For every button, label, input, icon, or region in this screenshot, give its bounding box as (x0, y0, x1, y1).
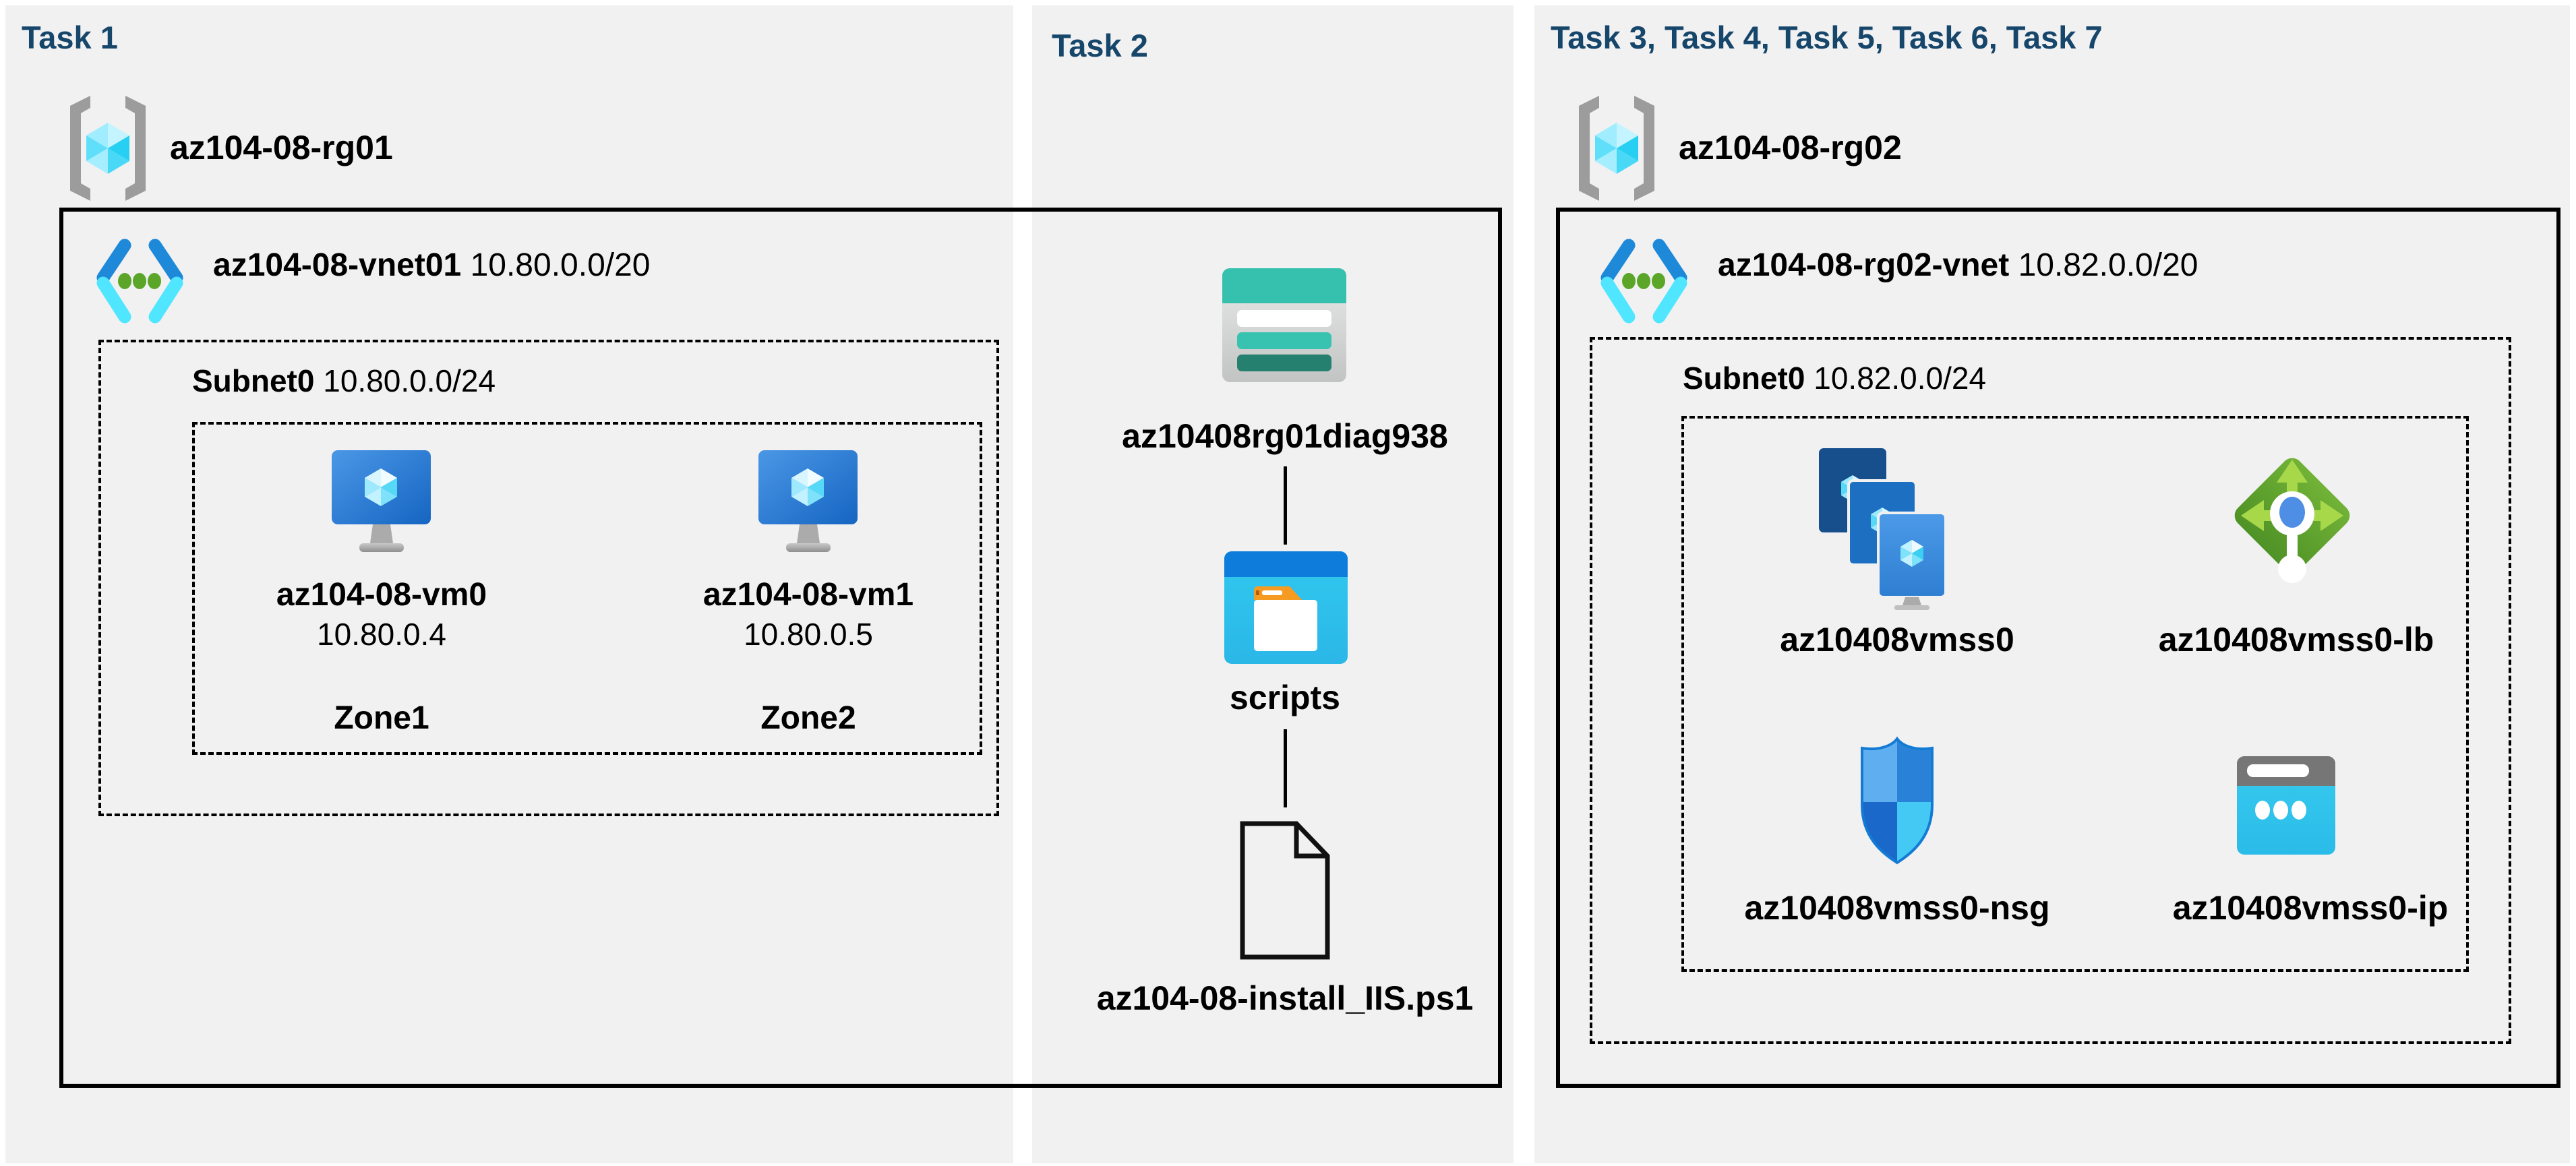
vnet2-cidr: 10.82.0.0/20 (2018, 247, 2198, 283)
script-file-label: az104-08-install_IIS.ps1 (1096, 979, 1474, 1017)
resource-group2-label: az104-08-rg02 (1679, 129, 1902, 166)
subnet1-box (98, 340, 999, 816)
vm-zone-box (192, 422, 982, 755)
subnet2-cidr: 10.82.0.0/24 (1814, 361, 1987, 396)
load-balancer-label: az10408vmss0-lb (2158, 621, 2434, 658)
vnet2-name: az104-08-rg02-vnet (1718, 247, 2010, 283)
vm0-name: az104-08-vm0 (276, 577, 487, 613)
resource-group-icon (1579, 96, 1654, 201)
subnet1-name: Subnet0 (192, 363, 315, 398)
blob-container-icon (1224, 551, 1348, 664)
vnet1-cidr: 10.80.0.0/20 (470, 247, 651, 283)
vnet2-label: az104-08-rg02-vnet 10.82.0.0/20 (1718, 247, 2198, 284)
subnet2-name: Subnet0 (1683, 361, 1805, 396)
subnet1-cidr: 10.80.0.0/24 (323, 363, 496, 398)
virtual-network-icon (1600, 239, 1687, 324)
vmss-icon (1819, 448, 1947, 610)
vnet1-name: az104-08-vnet01 (213, 247, 462, 283)
resource-group-icon (70, 96, 146, 201)
public-ip-label: az10408vmss0-ip (2172, 889, 2449, 927)
vm1-zone: Zone2 (760, 700, 856, 736)
subnet1-label: Subnet0 10.80.0.0/24 (192, 363, 496, 399)
vm1-name: az104-08-vm1 (702, 577, 914, 613)
subnet2-label: Subnet0 10.82.0.0/24 (1683, 360, 1986, 396)
task1-title: Task 1 (22, 20, 118, 55)
load-balancer-icon (2234, 458, 2350, 583)
vm0-ip: 10.80.0.4 (317, 617, 446, 652)
task3-title: Task 3, Task 4, Task 5, Task 6, Task 7 (1551, 20, 2103, 55)
virtual-network-icon (96, 239, 183, 324)
resource-box (1681, 416, 2469, 972)
vmss-label: az10408vmss0 (1780, 621, 2014, 658)
virtual-machine-icon (758, 450, 858, 552)
resource-group1-label: az104-08-rg01 (170, 129, 393, 166)
connector-line (1284, 466, 1287, 545)
container-label: scripts (1230, 679, 1340, 716)
virtual-machine-icon (332, 450, 431, 552)
vm0-zone: Zone1 (334, 700, 429, 736)
vnet1-boundary-box (59, 208, 1502, 1088)
connector-line (1284, 729, 1287, 807)
storage-account-label: az10408rg01diag938 (1122, 417, 1448, 455)
network-security-group-icon (1861, 736, 1934, 865)
public-ip-icon (2237, 756, 2335, 855)
vnet1-label: az104-08-vnet01 10.80.0.0/20 (213, 247, 650, 284)
script-file-icon (1240, 821, 1330, 960)
network-security-group-label: az10408vmss0-nsg (1744, 889, 2050, 927)
panel-task1 (5, 5, 1013, 1163)
storage-account-icon (1222, 268, 1346, 382)
subnet2-box (1590, 337, 2511, 1044)
vm1-ip: 10.80.0.5 (744, 617, 873, 652)
vnet2-boundary-box (1556, 208, 2560, 1088)
task2-title: Task 2 (1052, 28, 1148, 63)
